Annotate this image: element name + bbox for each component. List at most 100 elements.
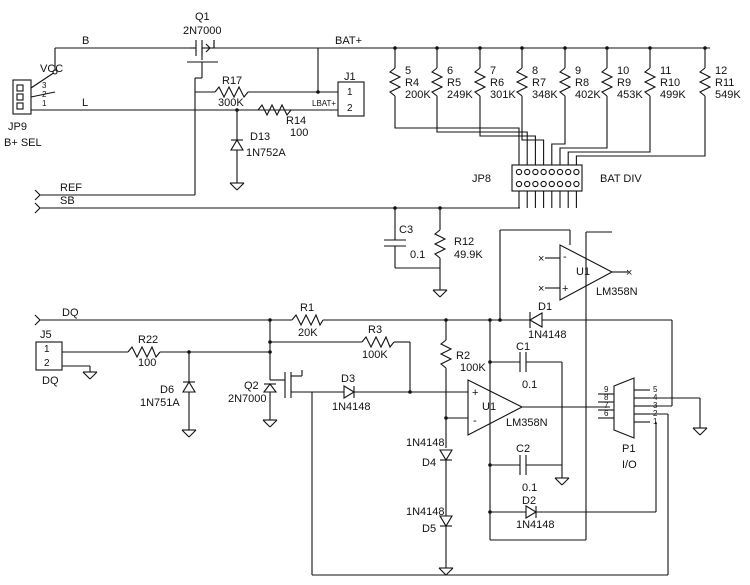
svg-text:100K: 100K — [460, 362, 486, 374]
svg-text:J5: J5 — [40, 329, 52, 341]
svg-text:1: 1 — [653, 417, 658, 426]
svg-text:R1: R1 — [300, 302, 314, 314]
svg-text:REF: REF — [60, 182, 82, 194]
svg-text:+: + — [562, 283, 568, 295]
divider-pin-5: 5 — [405, 65, 411, 77]
svg-text:1N4148: 1N4148 — [528, 329, 567, 341]
svg-text:-: - — [563, 251, 567, 263]
divider-value-R5: 249K — [447, 89, 473, 101]
svg-text:DQ: DQ — [62, 307, 79, 319]
jp9-label: B+ SEL — [4, 137, 42, 149]
divider-value-R11: 549K — [715, 89, 741, 101]
svg-text:LM358N: LM358N — [506, 417, 548, 429]
divider-ref-R4: R4 — [405, 77, 419, 89]
svg-text:U1: U1 — [576, 266, 590, 278]
divider-pin-7: 7 — [490, 65, 496, 77]
svg-text:×: × — [538, 253, 544, 265]
svg-text:Q2: Q2 — [244, 380, 259, 392]
svg-text:R14: R14 — [286, 115, 306, 127]
svg-text:6: 6 — [604, 409, 609, 418]
divider-pin-6: 6 — [447, 65, 453, 77]
svg-text:DQ: DQ — [42, 375, 59, 387]
r22-resistor: R22 100 — [127, 334, 270, 369]
svg-text:1N752A: 1N752A — [246, 147, 286, 159]
d3-diode: D3 1N4148 — [302, 373, 468, 413]
divider-value-R4: 200K — [405, 89, 431, 101]
svg-text:2N7000: 2N7000 — [228, 393, 267, 405]
svg-text:0.1: 0.1 — [522, 379, 537, 391]
divider-ref-R10: R10 — [660, 77, 680, 89]
net-label-bat-plus: BAT+ — [335, 35, 362, 47]
divider-value-R10: 499K — [660, 89, 686, 101]
svg-text:2: 2 — [44, 358, 50, 369]
svg-text:1N4148: 1N4148 — [516, 519, 555, 531]
divider-ref-R9: R9 — [617, 77, 631, 89]
svg-text:300K: 300K — [218, 97, 244, 109]
divider-pin-10: 10 — [617, 65, 629, 77]
r12-resistor: R12 49.9K — [432, 206, 483, 298]
net-dq: DQ — [34, 307, 530, 326]
j5-connector: 1 2 J5 DQ — [35, 329, 128, 387]
q1-mosfet: Q1 2N7000 — [183, 11, 222, 195]
svg-text:1N751A: 1N751A — [140, 397, 180, 409]
net-ref-sb: REF SB — [34, 182, 520, 214]
c2-capacitor: C2 0.1 — [488, 443, 562, 494]
divider-value-R6: 301K — [490, 89, 516, 101]
svg-text:0.1: 0.1 — [410, 249, 425, 261]
svg-text:R2: R2 — [456, 350, 470, 362]
svg-text:100: 100 — [138, 357, 156, 369]
r14-resistor: R14 100 LBAT+ — [257, 99, 336, 139]
q2-mosfet: Q2 2N7000 — [228, 320, 362, 428]
svg-text:D4: D4 — [422, 457, 436, 469]
svg-text:1: 1 — [347, 87, 353, 98]
divider-ref-R5: R5 — [447, 77, 461, 89]
d4-diode: 1N4148 D4 — [406, 437, 453, 516]
divider-ref-R6: R6 — [490, 77, 504, 89]
svg-text:49.9K: 49.9K — [454, 249, 483, 261]
svg-text:R22: R22 — [138, 334, 158, 346]
svg-text:8: 8 — [604, 393, 609, 402]
d1-diode: D1 1N4148 — [528, 301, 672, 341]
divider-value-R7: 348K — [532, 89, 558, 101]
j1-connector: 1 2 J1 — [337, 71, 365, 117]
u1-top-opamp: - + U1 LM358N × × × — [499, 229, 638, 320]
j1-ref: J1 — [344, 71, 356, 83]
svg-text:20K: 20K — [298, 327, 318, 339]
svg-text:SB: SB — [60, 195, 75, 207]
q1-part: 2N7000 — [183, 25, 222, 37]
divider-value-R8: 402K — [575, 89, 601, 101]
svg-text:9: 9 — [604, 385, 609, 394]
svg-text:100K: 100K — [362, 349, 388, 361]
svg-text:P1: P1 — [622, 443, 635, 455]
svg-text:JP8: JP8 — [472, 173, 491, 185]
svg-text:-: - — [473, 415, 477, 427]
svg-text:1N4148: 1N4148 — [406, 437, 445, 449]
divider-ref-R8: R8 — [575, 77, 589, 89]
j1-net: LBAT+ — [312, 99, 336, 108]
net-bat-plus: BAT+ — [213, 35, 710, 94]
svg-text:7: 7 — [604, 401, 609, 410]
net-label-b: B — [82, 35, 89, 47]
d6-zener: D6 1N751A — [140, 352, 197, 438]
divider-pin-8: 8 — [532, 65, 538, 77]
net-return-loop — [311, 392, 669, 576]
svg-text:1: 1 — [42, 99, 47, 108]
svg-text:R12: R12 — [454, 236, 474, 248]
svg-text:D3: D3 — [341, 373, 355, 385]
p1-connector: 9 8 7 6 5 4 3 2 1 P1 I/O — [598, 320, 708, 512]
svg-text:C3: C3 — [399, 224, 413, 236]
svg-text:D2: D2 — [522, 495, 536, 507]
c1-capacitor: C1 0.1 — [488, 341, 570, 486]
svg-text:2: 2 — [347, 103, 353, 114]
svg-text:+: + — [472, 387, 478, 399]
r2-resistor: R2 100K — [439, 320, 486, 448]
divider-pin-9: 9 — [575, 65, 581, 77]
divider-pin-11: 11 — [660, 65, 671, 77]
svg-text:100: 100 — [290, 127, 308, 139]
d5-diode: 1N4148 D5 — [406, 506, 454, 576]
svg-text:1N4148: 1N4148 — [406, 506, 445, 518]
net-b: B — [54, 35, 190, 72]
jp8-connector: JP8 BAT DIV — [472, 164, 642, 192]
